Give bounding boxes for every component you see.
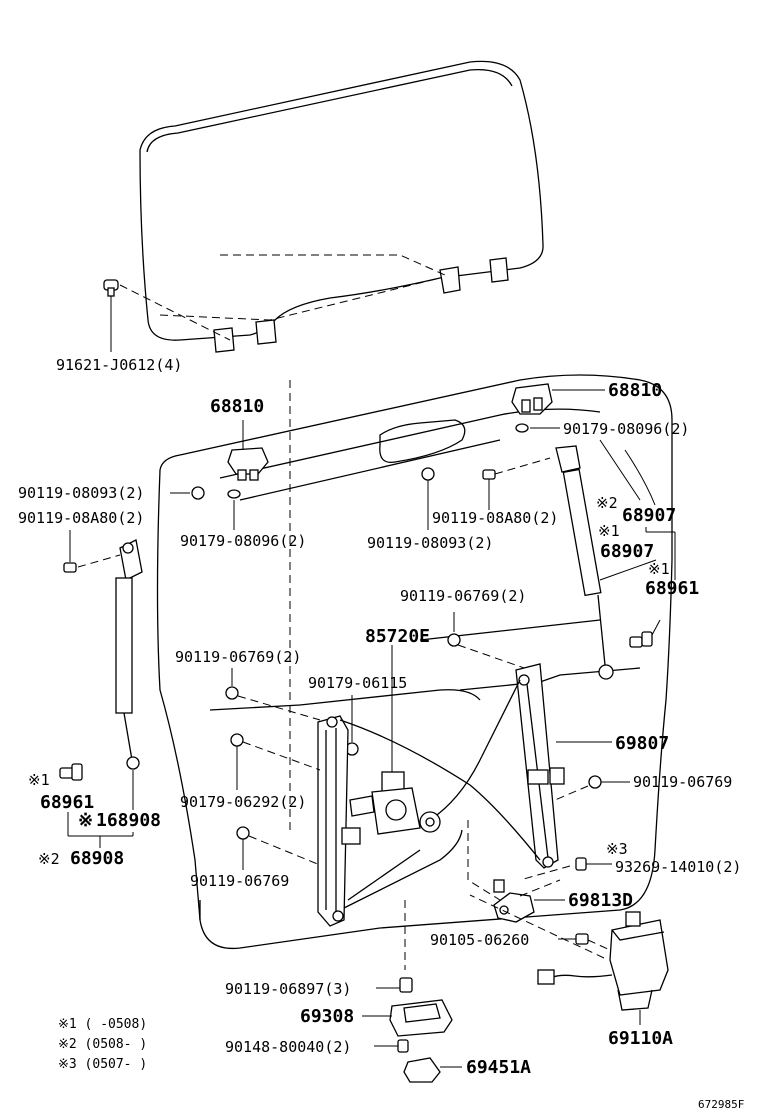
label-69451a: 69451A: [466, 1057, 531, 1078]
label-68907-b: 68907: [600, 541, 654, 562]
window-regulator: [317, 663, 565, 927]
mark-68961-r: ※1: [648, 560, 670, 578]
left-strut-bracket: [67, 770, 134, 848]
mark-93269: ※3: [606, 840, 628, 858]
label-91621-j0612: 91621-J0612(4): [56, 356, 182, 374]
screw-90148: [374, 1039, 409, 1053]
bolt-90119-08093-mid: [421, 467, 435, 530]
label-90119-06769-right: 90119-06769: [633, 773, 732, 791]
footnote-2: ※2 (0508- ): [58, 1037, 147, 1052]
leader-dash-lock: [467, 820, 501, 901]
bolt-90119-08a80-mid: [482, 457, 551, 510]
bolt-90119-06769-top: [447, 612, 531, 671]
hinge-68810-right: [511, 383, 605, 415]
label-90179-08096-left: 90179-08096(2): [180, 532, 306, 550]
bolt-91621: [103, 279, 231, 352]
mark-68961-left: ※1: [28, 771, 50, 789]
label-68907-a: 68907: [622, 505, 676, 526]
hinge-68810-left: [227, 420, 269, 481]
label-68810-left: 68810: [210, 396, 264, 417]
label-68810-right: 68810: [608, 380, 662, 401]
label-69308: 69308: [300, 1006, 354, 1027]
right-strut-leaders: [599, 439, 676, 581]
label-69807: 69807: [615, 733, 669, 754]
label-168908: 168908: [96, 810, 161, 831]
lock-69813d: [493, 879, 565, 923]
label-68961-left: 68961: [40, 792, 94, 813]
handle-69308: [362, 999, 453, 1037]
door-glass: [139, 60, 544, 353]
label-90119-06769-bottom: 90119-06769: [190, 872, 289, 890]
bolt-90119-08093-left: [170, 486, 205, 500]
mark-68907-a: ※2: [596, 494, 618, 512]
nut-90179-06292: [230, 733, 321, 790]
label-90105-06260: 90105-06260: [430, 931, 529, 949]
label-69813d: 69813D: [568, 890, 633, 911]
stud-68961-left: [59, 763, 83, 781]
label-90179-08096-right: 90179-08096(2): [563, 420, 689, 438]
label-90119-08093-mid: 90119-08093(2): [367, 534, 493, 552]
bolt-90119-06769-bottom: [236, 826, 321, 870]
label-68961-right: 68961: [645, 578, 699, 599]
label-68908: 68908: [70, 848, 124, 869]
screw-93269: [519, 857, 612, 881]
gas-strut-left: [115, 539, 143, 770]
label-90179-06115: 90179-06115: [308, 674, 407, 692]
gas-strut-right: [555, 445, 614, 680]
label-85720e: 85720E: [365, 626, 430, 647]
label-90179-06292: 90179-06292(2): [180, 793, 306, 811]
label-90119-08a80-mid: 90119-08A80(2): [432, 509, 558, 527]
footnote-3: ※3 (0507- ): [58, 1057, 147, 1072]
label-90119-08a80-left: 90119-08A80(2): [18, 509, 144, 527]
bolt-90119-06769-right: [554, 775, 630, 801]
nut-90179-06115: [345, 695, 359, 756]
label-90119-06897: 90119-06897(3): [225, 980, 351, 998]
mark-168908: ※: [78, 810, 93, 831]
label-69110a: 69110A: [608, 1028, 673, 1049]
label-90119-08093-left: 90119-08093(2): [18, 484, 144, 502]
bolt-90119-06769-left: [225, 668, 321, 721]
actuator-69110a: [469, 894, 669, 1025]
stud-68961-right: [629, 619, 661, 648]
diagram-code: 672985F: [698, 1098, 744, 1111]
label-90148-80040: 90148-80040(2): [225, 1038, 351, 1056]
label-90119-06769-top: 90119-06769(2): [400, 587, 526, 605]
label-93269-14010: 93269-14010(2): [615, 858, 741, 876]
bolt-90105-06260: [558, 933, 611, 951]
bolt-90119-08a80-left: [63, 530, 121, 573]
nut-90179-08096-left: [227, 489, 241, 530]
nut-90179-08096-right: [515, 423, 560, 433]
footnote-1: ※1 ( -0508): [58, 1017, 147, 1032]
bolt-90119-06897: [376, 977, 413, 993]
mark-68908: ※2: [38, 850, 60, 868]
label-90119-06769-left: 90119-06769(2): [175, 648, 301, 666]
mark-68907-b: ※1: [598, 522, 620, 540]
cover-69451a: [403, 1057, 462, 1083]
